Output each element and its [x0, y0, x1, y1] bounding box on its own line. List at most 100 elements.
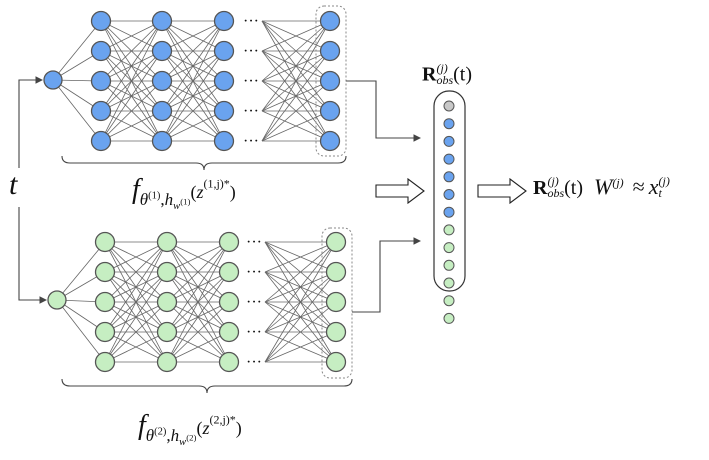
reservoir-blue-node: [443, 206, 455, 218]
bottom-brace: [61, 378, 353, 394]
reservoir-label: R(j)obs(t): [422, 62, 473, 88]
f-symbol: f: [138, 410, 146, 441]
bottom-hidden-node: [94, 261, 116, 283]
top-edge: [261, 20, 331, 82]
top-hidden-node: [90, 10, 112, 32]
bottom-hidden-node: [94, 231, 116, 253]
bottom-edge: [166, 241, 230, 273]
top-hidden-node: [90, 130, 112, 152]
bottom-dots-row-1: ···: [246, 234, 262, 251]
top-hidden-node: [151, 130, 173, 152]
f-symbol: f: [132, 174, 140, 205]
input-t-label: t: [9, 168, 18, 201]
bottom-hidden-node: [156, 351, 178, 373]
reservoir-green-node: [443, 242, 455, 254]
bottom-hidden-node: [156, 321, 178, 343]
R-arg: (t): [564, 177, 584, 199]
top-edge: [52, 20, 102, 81]
bottom-output-node: [325, 231, 347, 253]
R-symbol: R: [533, 177, 548, 199]
reservoir-gray-node: [443, 100, 455, 112]
bottom-hidden-node: [218, 231, 240, 253]
bottom-hidden-node: [218, 351, 240, 373]
top-edge: [100, 20, 163, 112]
t-to-bottom-connector: [18, 207, 48, 304]
x-subscript: t: [658, 186, 662, 201]
R-subscript: obs: [547, 186, 565, 201]
bottom-hidden-node: [218, 261, 240, 283]
close-paren: ): [235, 418, 242, 438]
top-output-node: [319, 40, 341, 62]
bottom-edge: [264, 241, 337, 303]
bottom-edge: [104, 271, 168, 363]
bottom-dots-row-4: ···: [246, 324, 262, 341]
reservoir-arg: (t): [453, 63, 473, 86]
bottom-edge: [56, 241, 106, 301]
bottom-edge: [166, 241, 230, 363]
bottom-hidden-node: [218, 291, 240, 313]
W-superscript: (j): [612, 175, 624, 190]
bottom-hidden-node: [94, 291, 116, 313]
top-hidden-node: [151, 70, 173, 92]
top-edge: [52, 79, 102, 142]
bottom-edge: [56, 299, 106, 363]
bottom-edge: [264, 301, 337, 363]
top-edge: [100, 80, 163, 142]
w-symbol: w: [173, 200, 181, 212]
top-edge: [261, 110, 331, 142]
reservoir-green-node: [443, 295, 455, 307]
top-edge: [261, 20, 331, 142]
bottom-dots-row-2: ···: [246, 264, 262, 281]
top-edge: [161, 50, 225, 142]
bottom-edge: [104, 241, 168, 303]
z-superscript: (2,j)*: [209, 412, 236, 427]
reservoir-blue-node: [443, 118, 455, 130]
bottom-edge: [104, 241, 168, 363]
R-symbol: R: [422, 63, 437, 86]
approx-symbol: ≈: [632, 174, 645, 199]
bottom-hidden-node: [94, 321, 116, 343]
bottom-output-frame: [321, 227, 353, 379]
top-edge: [261, 80, 331, 142]
bottom-dots-row-5: ···: [246, 354, 262, 371]
top-hidden-node: [151, 10, 173, 32]
reservoir-green-node: [443, 224, 455, 236]
w-symbol: w: [179, 436, 187, 448]
bottom-edge: [264, 241, 337, 273]
bottom-network-function-label: fθ(2),hw(2)(z(2,j)*): [138, 410, 242, 448]
top-hidden-node: [151, 40, 173, 62]
top-output-node: [319, 10, 341, 32]
top-dots-row-4: ···: [243, 103, 259, 120]
bottom-edge: [264, 331, 337, 363]
top-edge: [100, 50, 163, 142]
reservoir-green-node: [443, 312, 455, 324]
z-symbol: z: [202, 418, 210, 438]
to-output-block-arrow: [477, 177, 527, 205]
theta-superscript: (1): [148, 189, 161, 201]
top-dots-row-5: ···: [243, 133, 259, 150]
theta-symbol: θ: [139, 189, 149, 209]
t-to-top-connector: [18, 76, 44, 168]
top-hidden-node: [213, 100, 235, 122]
top-dots-row-2: ···: [243, 43, 259, 60]
top-edge: [161, 20, 225, 112]
bottom-edge: [104, 331, 168, 363]
W-symbol: W: [594, 174, 613, 199]
top-hidden-node: [213, 130, 235, 152]
reservoir-green-node: [443, 259, 455, 271]
top-to-reservoir-arrow: [346, 80, 422, 142]
open-paren: (: [190, 182, 197, 202]
edges-layer: [52, 20, 337, 363]
open-paren: (: [196, 418, 203, 438]
z-symbol: z: [196, 182, 204, 202]
top-hidden-node: [213, 70, 235, 92]
top-hidden-node: [151, 100, 173, 122]
bottom-edge: [166, 241, 230, 333]
top-edge: [100, 20, 163, 82]
bottom-edge: [166, 331, 230, 363]
w-superscript: (2): [186, 432, 197, 443]
top-hidden-node: [90, 70, 112, 92]
w-superscript: (1): [180, 196, 191, 207]
x-symbol: x: [648, 174, 659, 199]
